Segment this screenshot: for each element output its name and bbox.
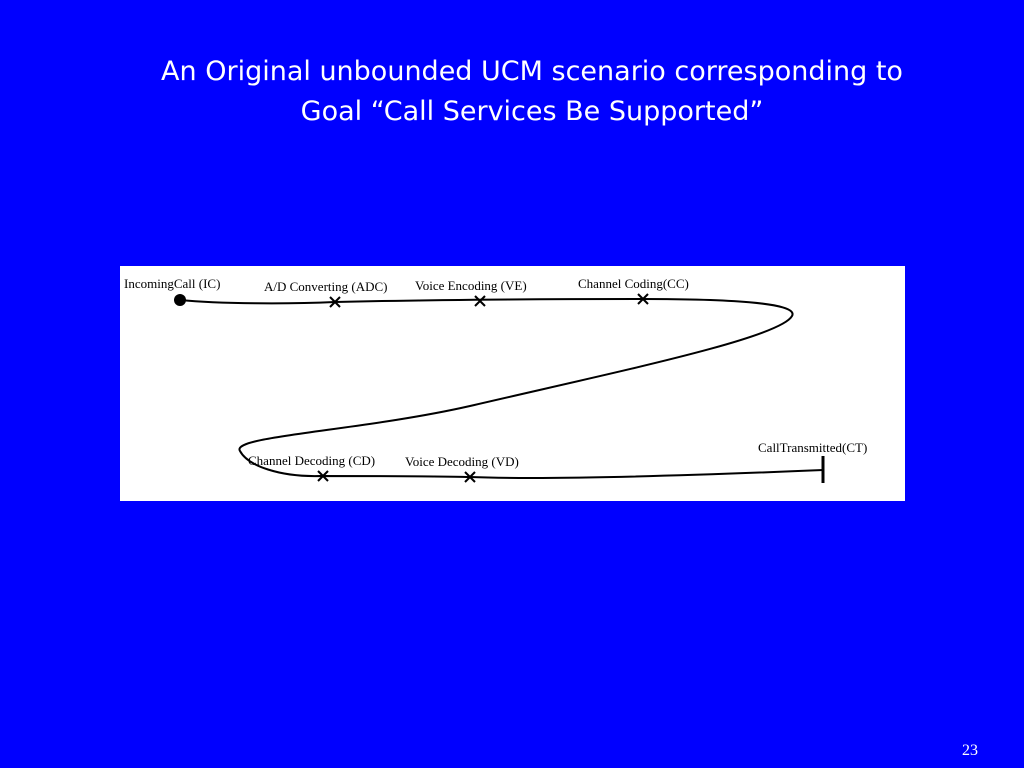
- slide-title-line-1: An Original unbounded UCM scenario corre…: [161, 56, 903, 87]
- start-point: [174, 294, 186, 306]
- responsibility-ve-label: Voice Encoding (VE): [415, 278, 527, 293]
- slide-title: An Original unbounded UCM scenario corre…: [60, 52, 1004, 132]
- responsibility-cd-label: Channel Decoding (CD): [248, 453, 375, 468]
- page-number: 23: [962, 742, 978, 759]
- start-point-label: IncomingCall (IC): [124, 276, 220, 291]
- ucm-diagram-canvas: IncomingCall (IC) A/D Converting (ADC) V…: [124, 276, 867, 483]
- scenario-path: [179, 297, 824, 480]
- ucm-diagram: IncomingCall (IC) A/D Converting (ADC) V…: [120, 266, 905, 501]
- responsibility-adc-label: A/D Converting (ADC): [264, 279, 388, 294]
- responsibility-cd: [317, 470, 329, 482]
- responsibility-cc-label: Channel Coding(CC): [578, 276, 689, 291]
- responsibility-vd: [464, 471, 476, 483]
- slide-title-line-2: Goal “Call Services Be Supported”: [300, 96, 764, 127]
- end-point-label: CallTransmitted(CT): [758, 440, 867, 455]
- responsibility-cc: [637, 293, 649, 305]
- responsibility-ve: [474, 295, 486, 307]
- responsibility-vd-label: Voice Decoding (VD): [405, 454, 519, 469]
- responsibility-adc: [329, 296, 341, 308]
